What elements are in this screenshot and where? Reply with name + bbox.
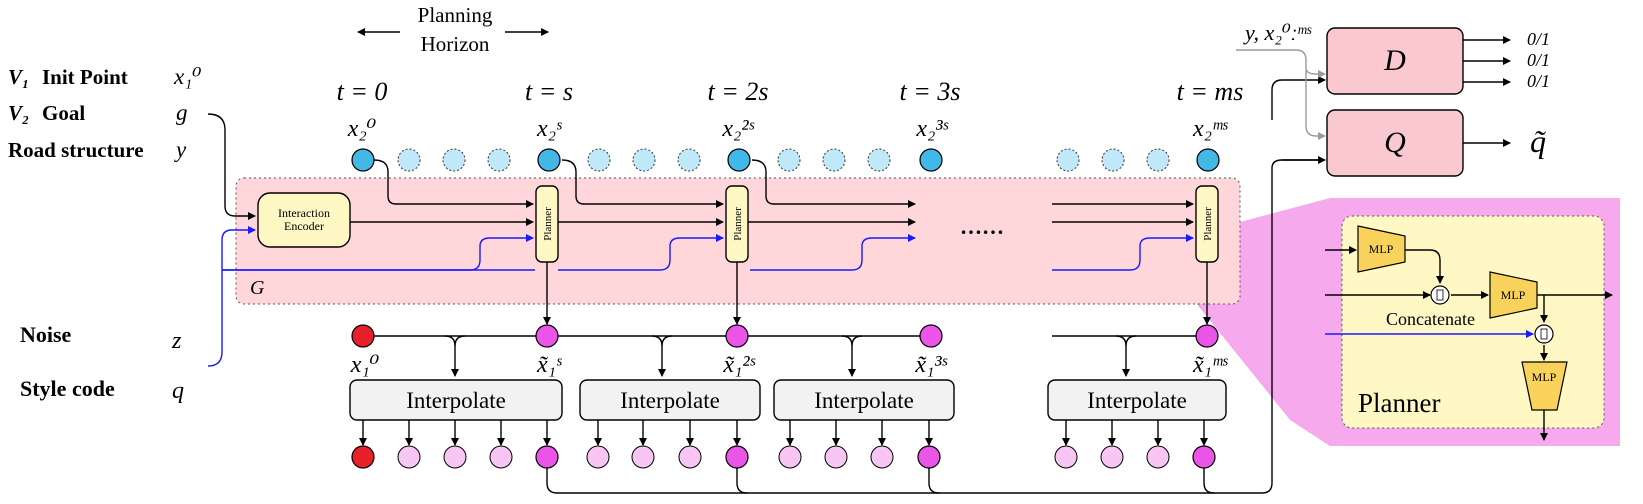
discriminator-label: D — [1383, 44, 1406, 77]
planner-box: Planner — [1195, 185, 1219, 263]
time-label: t = 0 — [337, 77, 388, 106]
input-goal-sym: g — [176, 100, 188, 125]
encoder-line2: Encoder — [284, 219, 324, 233]
agent-state-circles — [351, 148, 1220, 172]
output-label: x̃₁²ˢ — [722, 352, 755, 378]
mlp-block — [1489, 271, 1538, 319]
interpolate-output-arrows — [359, 420, 1208, 446]
time-label: t = s — [525, 77, 573, 106]
disc-input-to-q-wire — [1305, 70, 1326, 140]
style-to-encoder-wire — [207, 226, 256, 367]
input-init-sym: x₁⁰ — [173, 64, 201, 89]
horizon-line2: Horizon — [421, 32, 490, 56]
region-label: G — [250, 277, 265, 299]
planner-box: Planner — [535, 185, 559, 263]
output-label: x̃₁ᵐˢ — [1192, 352, 1228, 378]
bus-joins — [736, 468, 1215, 494]
q-label: Q — [1384, 126, 1406, 159]
ellipsis: …… — [960, 214, 1004, 239]
disc-output: 0/1 — [1527, 50, 1550, 70]
concat-node-glyph — [1436, 289, 1444, 301]
svg-text:Interpolate: Interpolate — [814, 388, 914, 413]
agent-state-label: x₂ᵐˢ — [1192, 116, 1228, 142]
mlp-label: MLP — [1501, 288, 1526, 302]
concat-node — [1534, 324, 1554, 344]
disc-output: 0/1 — [1527, 71, 1550, 91]
planner-output-wires — [543, 262, 1211, 325]
agent-state-label: x₂²ˢ — [721, 116, 754, 142]
disc-output: 0/1 — [1527, 29, 1550, 49]
time-label: t = 2s — [708, 77, 769, 106]
svg-text:Planner: Planner — [732, 207, 744, 241]
input-goal-label: Goal — [42, 101, 85, 125]
disc-input-label: y, x₂⁰ːᵐˢ — [1243, 20, 1312, 45]
input-init-idx: V₁ — [8, 65, 29, 89]
input-init-label: Init Point — [42, 65, 128, 89]
interpolate-box: Interpolate — [579, 379, 761, 421]
mlp-label: MLP — [1532, 370, 1557, 384]
q-output: q̃ — [1530, 123, 1546, 159]
horizon-line1: Planning — [418, 3, 493, 27]
mlp-block — [1521, 361, 1568, 411]
output-row-wires — [374, 335, 1196, 377]
agent-state-label: x₂³ˢ — [915, 116, 948, 142]
trajectory-circles — [351, 445, 1216, 469]
concat-node — [1430, 285, 1450, 305]
planner-detail-title: Planner — [1358, 388, 1440, 418]
interpolate-box: Interpolate — [1047, 379, 1227, 421]
planner-detail-wires — [1325, 246, 1613, 441]
svg-text:Interpolate: Interpolate — [1087, 388, 1187, 413]
disc-output-arrows — [1463, 36, 1511, 147]
style-sym: q — [172, 378, 184, 404]
input-road-label: Road structure — [8, 138, 144, 162]
input-goal-idx: V₂ — [8, 101, 29, 125]
planner-box: Planner — [725, 185, 749, 263]
agent-state-label: x₂ˢ — [536, 116, 562, 142]
time-label: t = ms — [1177, 77, 1244, 106]
goal-to-encoder-wire — [207, 113, 256, 220]
svg-text:Interpolate: Interpolate — [406, 388, 506, 413]
time-label: t = 3s — [900, 77, 961, 106]
output-label: x̃₁ˢ — [536, 352, 562, 378]
noise-label: Noise — [20, 322, 72, 347]
output-label: x₁⁰ — [350, 352, 380, 378]
svg-text:Planner: Planner — [1202, 207, 1214, 241]
output-circles — [351, 324, 1219, 348]
mlp-block — [1357, 225, 1406, 273]
trajectory-bus — [546, 159, 1323, 494]
concatenate-label: Concatenate — [1386, 309, 1475, 329]
mlp-label: MLP — [1369, 242, 1394, 256]
interaction-encoder — [257, 192, 351, 248]
interpolate-box: Interpolate — [349, 379, 563, 421]
interpolate-box: Interpolate — [773, 379, 955, 421]
encoder-line1: Interaction — [278, 206, 330, 220]
trajectory-bus-to-d — [1271, 76, 1326, 120]
input-road-sym: y — [174, 137, 187, 162]
output-label: x̃₁³ˢ — [914, 352, 947, 378]
agent-state-label: x₂⁰ — [347, 116, 377, 142]
concat-node-glyph — [1540, 328, 1548, 340]
style-label: Style code — [20, 376, 115, 401]
noise-sym: z — [171, 328, 182, 354]
chain-wires — [222, 159, 1194, 271]
svg-text:Interpolate: Interpolate — [620, 388, 720, 413]
svg-text:Planner: Planner — [542, 207, 554, 241]
disc-input-wire — [1236, 49, 1326, 78]
